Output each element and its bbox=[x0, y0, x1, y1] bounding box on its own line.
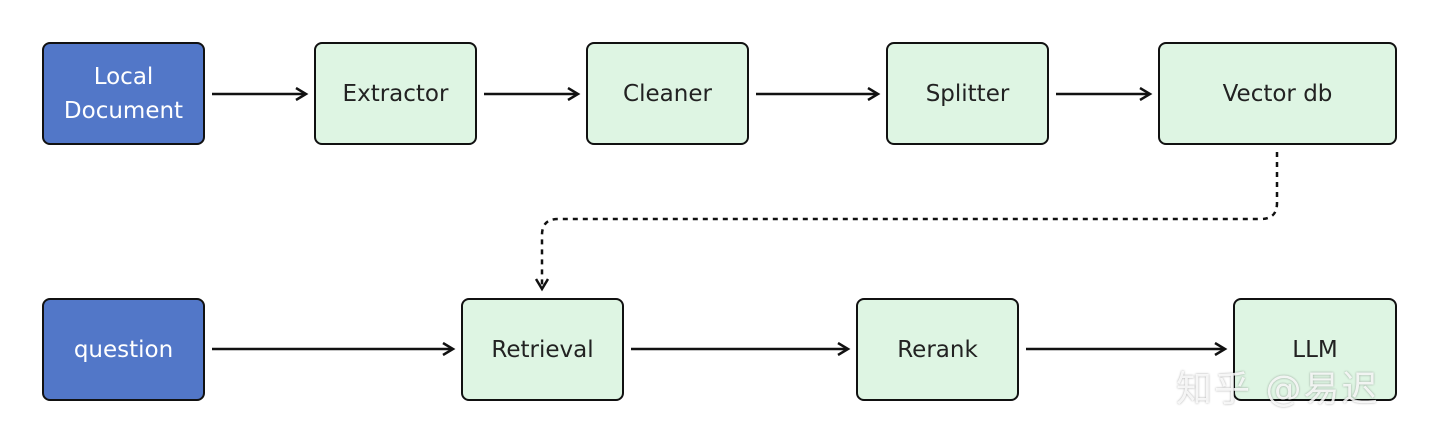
node-question: question bbox=[42, 298, 205, 401]
node-vector-db-label: Vector db bbox=[1222, 80, 1333, 107]
node-question-label: question bbox=[73, 336, 174, 363]
node-extractor: Extractor bbox=[314, 42, 477, 145]
node-local-document: Local Document bbox=[42, 42, 205, 145]
node-llm: LLM bbox=[1233, 298, 1397, 401]
node-cleaner-label: Cleaner bbox=[623, 80, 712, 107]
node-splitter: Splitter bbox=[886, 42, 1049, 145]
node-extractor-label: Extractor bbox=[342, 80, 449, 107]
node-cleaner: Cleaner bbox=[586, 42, 749, 145]
node-retrieval: Retrieval bbox=[461, 298, 624, 401]
node-retrieval-label: Retrieval bbox=[491, 336, 594, 363]
node-vector-db: Vector db bbox=[1158, 42, 1397, 145]
watermark: 知乎 @易迟 bbox=[1176, 369, 1380, 410]
node-splitter-label: Splitter bbox=[925, 80, 1010, 107]
edge-vector-db-to-retrieval-dashed bbox=[542, 152, 1279, 289]
node-local-document-line1: Local bbox=[93, 63, 154, 90]
node-rerank: Rerank bbox=[856, 298, 1019, 401]
node-rerank-label: Rerank bbox=[897, 336, 978, 363]
node-llm-label: LLM bbox=[1292, 336, 1338, 363]
node-local-document-line2: Document bbox=[63, 97, 184, 124]
